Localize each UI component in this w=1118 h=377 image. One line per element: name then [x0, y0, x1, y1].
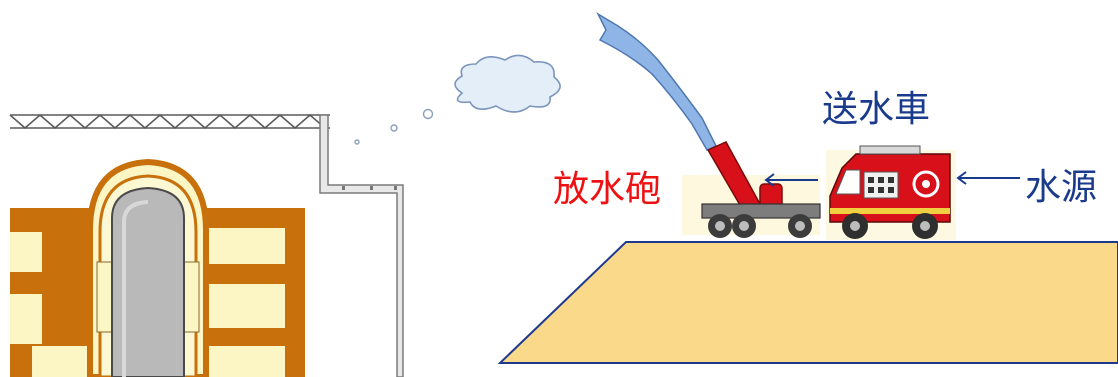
reactor-building — [9, 113, 404, 377]
reactor-vessel — [96, 186, 200, 377]
water-source-label: 水源 — [1025, 167, 1098, 208]
truck-wheels — [842, 213, 938, 239]
water-supply-truck — [826, 145, 956, 240]
smoke-cloud — [454, 54, 561, 113]
smoke-bubbles — [354, 108, 434, 145]
building-outline — [319, 114, 404, 377]
water-cannon-vehicle — [682, 141, 821, 238]
arrow-source-to-truck — [956, 171, 1020, 185]
water-supply-truck-label: 送水車 — [822, 89, 931, 130]
arrow-truck-to-cannon — [764, 173, 818, 187]
roof-truss — [9, 113, 330, 130]
cannon-wheels — [708, 214, 812, 238]
water-jet — [596, 12, 718, 151]
ground-platform — [497, 241, 1118, 364]
water-cannon-label: 放水砲 — [553, 169, 662, 210]
